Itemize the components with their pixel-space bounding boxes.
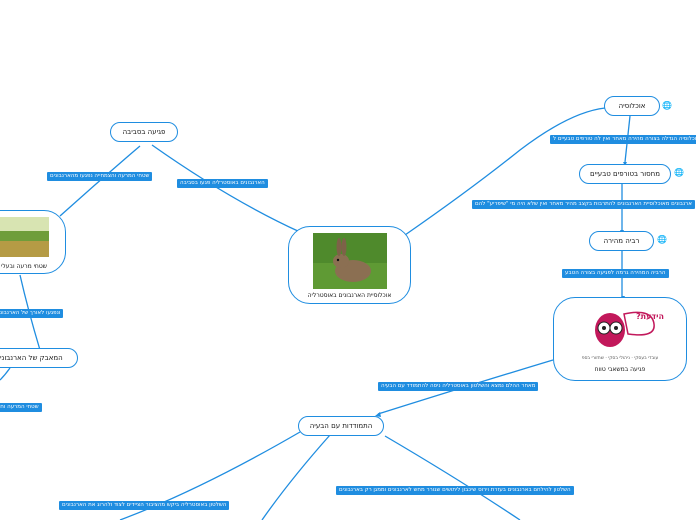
poster-caption: פגיעה במשאבי טווח	[594, 366, 646, 373]
reproduction-node[interactable]: רביה מהירה	[589, 231, 654, 251]
poster-node[interactable]: הידעת? עובדי בעסקי · ניהולי בסקי · שחזור…	[553, 297, 687, 381]
coping-left-label[interactable]: השלטון באוסטרליה ביקש מהציבור הציידים לצ…	[59, 501, 230, 510]
central-to-scarcity-label[interactable]: הארנבונים באוסטרליה פגעו בסביבה	[177, 179, 268, 188]
left-photo-caption: שטחי מרעה ובעלי	[1, 263, 47, 270]
no-predators-node[interactable]: מחסור בטורפים טבעיים	[579, 164, 671, 184]
reproduction-desc-label[interactable]: הרביה המהירה גרמה לפגיעה בצורה הטבע	[562, 269, 669, 278]
coping-node[interactable]: התמודדות עם הבעיה	[298, 416, 384, 436]
rabbit-photo	[313, 233, 387, 289]
central-node-label: אוכלוסיית הארנבונים באוסטרליה	[307, 292, 392, 299]
no-predators-desc-label[interactable]: ארנבונים מאוכלוסיית הארנבונים להתרבות בק…	[472, 200, 695, 209]
left-photo-node[interactable]: שטחי מרעה ובעלי	[0, 210, 66, 274]
poster-desc-label[interactable]: מאחר ההלם נמצא והשלטון באוסטרליה ניסה לה…	[378, 382, 539, 391]
scarcity-node[interactable]: פגיעה בסביבה	[110, 122, 178, 142]
poster-subtitle: עובדי בעסקי · ניהולי בסקי · שחזורי בספ	[581, 356, 659, 361]
central-node[interactable]: אוכלוסיית הארנבונים באוסטרליה	[288, 226, 411, 304]
coping-right-label[interactable]: השלטון להילחם בארנבונים בעזרת וירוס שיכב…	[336, 486, 574, 495]
left-war-node[interactable]: המאבק של הארנבונים	[0, 348, 78, 368]
left-mid-label[interactable]: ונפגעו לאורך של הארנבונים	[0, 309, 64, 318]
did-you-know-illustration	[595, 311, 655, 347]
poster-badge: הידעת?	[636, 312, 664, 321]
pasture-photo	[0, 217, 49, 257]
scarcity-left-label[interactable]: שטחי המרעה והצמחייה נפגעו מהארנבונים	[47, 172, 153, 181]
globe-icon[interactable]: 🌐	[674, 168, 684, 177]
globe-icon[interactable]: 🌐	[657, 235, 667, 244]
population-node[interactable]: אוכלוסיה	[604, 96, 660, 116]
left-low-label[interactable]: שטחי המרעה וחוזק	[0, 403, 42, 412]
population-desc-label[interactable]: אוכלוסיה הגדלה בצורה מהירה מאחר ואין לה …	[550, 135, 696, 144]
globe-icon[interactable]: 🌐	[662, 101, 672, 110]
